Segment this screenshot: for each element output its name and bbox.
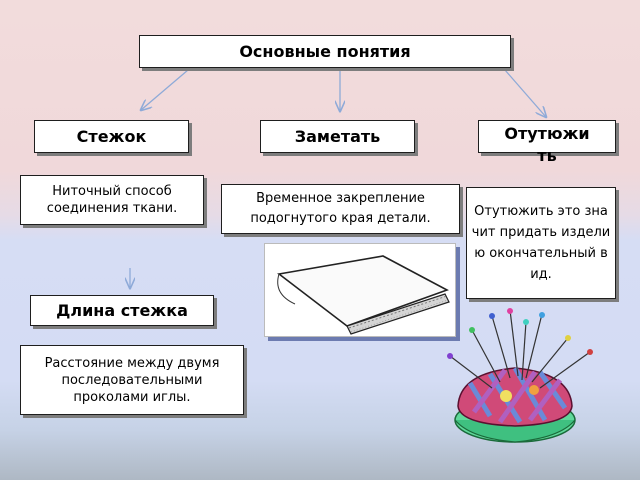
node-dlina-stezhka-label: Длина стежка xyxy=(56,301,188,320)
node-otutyuzhit-label: Отутюжи ть xyxy=(504,124,590,165)
folded-fabric-image xyxy=(264,243,456,337)
description-otutyuzhit: Отутюжить это значит придать изделию око… xyxy=(466,187,616,299)
description-dlina-stezhka-text: Расстояние между двумя последовательными… xyxy=(44,355,220,405)
description-otutyuzhit-text: Отутюжить это значит придать изделию око… xyxy=(471,204,611,282)
description-stezhok: Ниточный способ соединения ткани. xyxy=(20,175,204,225)
diagram-title-text: Основные понятия xyxy=(239,42,411,61)
node-zametat-label: Заметать xyxy=(294,127,381,146)
node-stezhok: Стежок xyxy=(34,120,189,153)
node-otutyuzhit: Отутюжи ть xyxy=(478,120,616,165)
pincushion-image xyxy=(447,308,593,443)
node-stezhok-label: Стежок xyxy=(76,127,147,146)
arrow-to-stezhok xyxy=(141,69,189,110)
description-zametat-text: Временное закрепление подогнутого края д… xyxy=(250,191,434,226)
description-stezhok-text: Ниточный способ соединения ткани. xyxy=(46,184,178,216)
description-dlina-stezhka: Расстояние между двумя последовательными… xyxy=(20,345,244,415)
arrow-to-otutyuzhit xyxy=(504,69,546,117)
description-zametat: Временное закрепление подогнутого края д… xyxy=(221,184,460,234)
diagram-title: Основные понятия xyxy=(139,35,511,68)
folded-fabric-drawing xyxy=(277,255,450,335)
node-zametat: Заметать xyxy=(260,120,415,153)
node-dlina-stezhka: Длина стежка xyxy=(30,295,214,326)
